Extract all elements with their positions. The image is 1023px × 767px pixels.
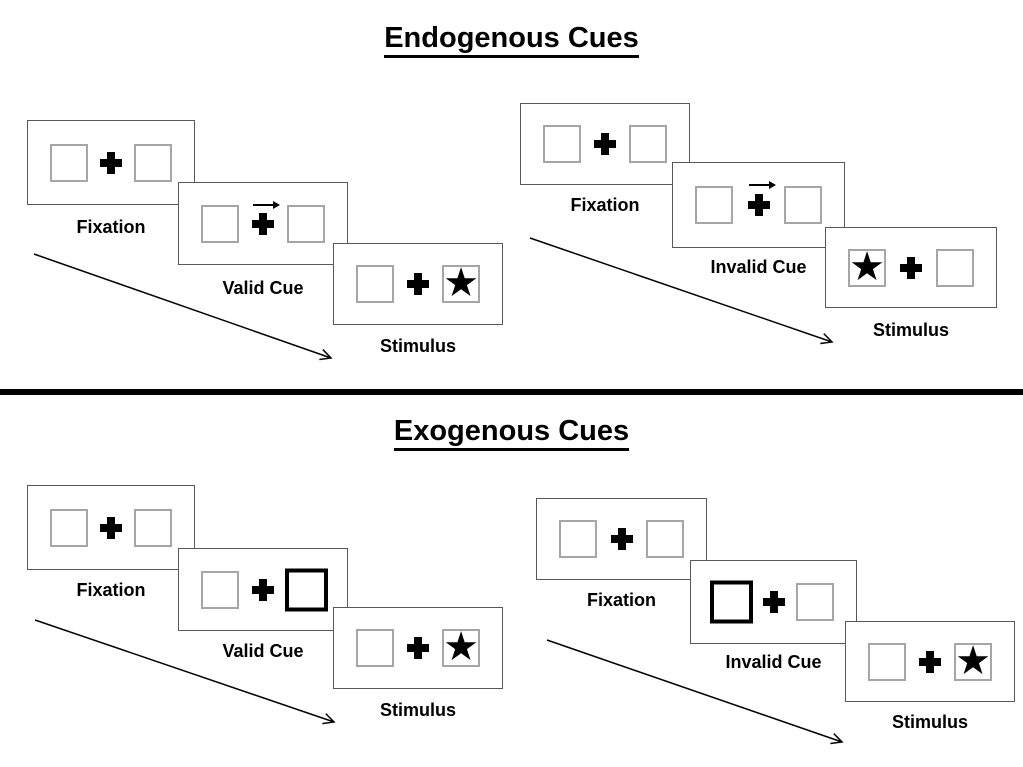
cue-arrow-right-icon [253, 201, 280, 209]
fixation-plus-icon [252, 213, 274, 235]
star-icon: ★ [443, 624, 479, 670]
fixation-plus-icon [594, 133, 616, 155]
fixation-plus-icon [763, 591, 785, 613]
left-box [695, 186, 733, 224]
right-box: ★ [442, 624, 480, 670]
right-box [134, 143, 172, 182]
fixation-label: Fixation [76, 580, 146, 600]
exogenous-title-text: Exogenous Cues [393, 415, 630, 451]
thick-cue-box [285, 568, 328, 611]
section-divider [0, 389, 1023, 395]
star-icon: ★ [849, 243, 885, 290]
right-box [784, 186, 822, 224]
exogenous-title: Exogenous Cues [0, 415, 1023, 451]
fixation-label: Fixation [76, 217, 146, 237]
exo-valid-cue-card [178, 548, 348, 631]
fixation-plus-icon [919, 651, 941, 673]
fixation-plus-icon [748, 194, 770, 216]
timeline-arrow [529, 237, 834, 345]
left-box: ★ [848, 243, 886, 290]
fixation-plus-icon [407, 637, 429, 659]
exo-invalid-cue-card [690, 560, 857, 644]
fixation-plus-icon [407, 273, 429, 295]
endo-valid-fixation-card [27, 120, 195, 205]
cue-label: Valid Cue [222, 641, 304, 661]
exo-invalid-fixation-card [536, 498, 707, 580]
left-box [543, 125, 581, 163]
stimulus-label: Stimulus [379, 336, 456, 356]
fixation-plus-icon [900, 257, 922, 279]
star-icon: ★ [443, 260, 479, 306]
right-box [287, 204, 325, 243]
right-box: ★ [442, 260, 480, 306]
fixation-plus-icon [252, 579, 274, 601]
cue-label: Valid Cue [222, 278, 304, 298]
endogenous-title: Endogenous Cues [0, 22, 1023, 58]
timeline-arrow [33, 253, 333, 361]
stimulus-label: Stimulus [872, 320, 949, 340]
stimulus-label: Stimulus [891, 712, 968, 732]
exo-valid-fixation-card [27, 485, 195, 570]
right-box [629, 125, 667, 163]
fixation-plus-icon [100, 152, 122, 174]
left-box [50, 508, 88, 547]
endo-valid-stimulus-card: ★ [333, 243, 503, 325]
exo-invalid-stimulus-card: ★ [845, 621, 1015, 702]
right-box: ★ [954, 637, 992, 684]
left-box [559, 520, 597, 558]
fixation-plus-icon [100, 517, 122, 539]
stimulus-label: Stimulus [379, 700, 456, 720]
left-box [201, 204, 239, 243]
left-box [201, 570, 239, 609]
right-box [134, 508, 172, 547]
exo-valid-stimulus-card: ★ [333, 607, 503, 689]
left-box [356, 265, 394, 303]
fixation-plus-icon [611, 528, 633, 550]
right-box [646, 520, 684, 558]
timeline-arrow [546, 639, 844, 745]
endo-valid-cue-card [178, 182, 348, 265]
endo-invalid-fixation-card [520, 103, 690, 185]
thick-cue-box [710, 580, 753, 624]
right-box [796, 583, 834, 621]
left-box [868, 642, 906, 681]
endo-invalid-stimulus-card: ★ [825, 227, 997, 308]
timeline-arrow [34, 619, 336, 725]
star-icon: ★ [955, 637, 991, 684]
left-box [50, 143, 88, 182]
right-box [936, 248, 974, 287]
cue-label: Invalid Cue [725, 652, 822, 672]
fixation-label: Fixation [586, 590, 656, 610]
left-box [356, 629, 394, 667]
endogenous-title-text: Endogenous Cues [384, 22, 639, 58]
endo-invalid-cue-card [672, 162, 845, 248]
cue-arrow-right-icon [748, 181, 776, 189]
cue-label: Invalid Cue [710, 257, 807, 277]
fixation-label: Fixation [570, 195, 640, 215]
